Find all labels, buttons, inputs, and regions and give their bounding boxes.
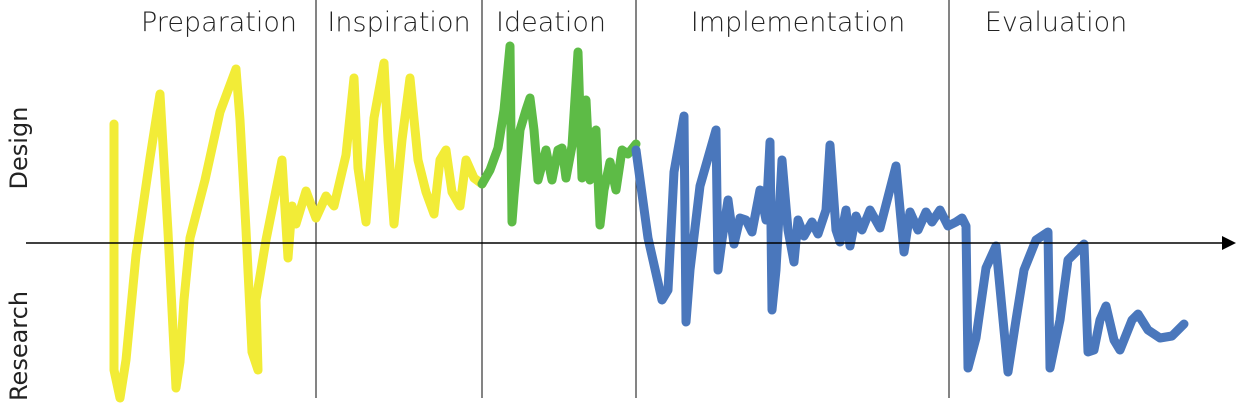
squiggle-yellow [109,58,487,403]
axis-arrowhead [1222,236,1236,250]
squiggle-blue [631,111,1189,377]
axis-label-design: Design [5,107,33,190]
axis-label-research: Research [5,291,33,401]
phase-label-evaluation: Evaluation [985,7,1127,38]
phase-label-preparation: Preparation [141,7,297,38]
phase-label-inspiration: Inspiration [327,7,470,38]
phase-label-ideation: Ideation [496,7,606,38]
phase-label-implementation: Implementation [691,7,905,38]
squiggle-green [477,41,641,230]
